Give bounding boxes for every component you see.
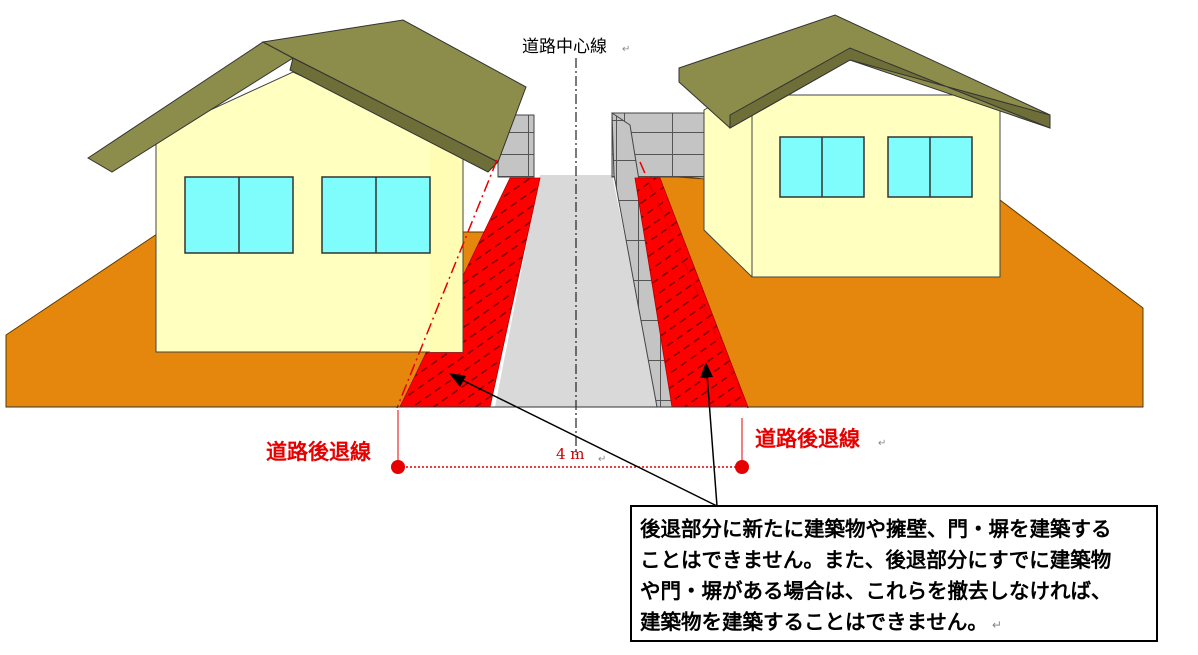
center-line-label: 道路中心線 (522, 37, 607, 57)
road (495, 175, 660, 407)
return-mark-width: ↵ (598, 454, 606, 465)
right-house (678, 14, 1051, 278)
setback-line-right (639, 161, 749, 409)
note-line-last: 建築物を建築することはできません。↵ (640, 607, 1148, 641)
note-line: 後退部分に新たに建築物や擁壁、門・塀を建築する (640, 517, 1112, 541)
setback-line-label-right: 道路後退線 (755, 427, 860, 451)
setback-line-left (396, 159, 498, 409)
left-house (87, 19, 527, 353)
return-mark-center: ↵ (622, 44, 630, 55)
note-line: や門・塀がある場合は、これらを撤去しなければ、 (640, 579, 1112, 603)
note-line: ことはできません。また、後退部分にすでに建築物 (640, 548, 1112, 572)
setback-note-box: 後退部分に新たに建築物や擁壁、門・塀を建築する ことはできません。また、後退部分… (630, 505, 1158, 642)
arrow-to-left-zone (457, 377, 718, 507)
dimension-end-right (735, 460, 749, 474)
setback-line-label-left: 道路後退線 (266, 440, 371, 464)
road-width-label: 4 m (556, 445, 585, 463)
return-mark-right: ↵ (878, 438, 886, 449)
arrow-to-right-zone (706, 373, 718, 507)
note-line: 建築物を建築することはできません。 (640, 610, 988, 634)
return-mark-note: ↵ (991, 618, 1002, 632)
dimension-end-left (391, 460, 405, 474)
